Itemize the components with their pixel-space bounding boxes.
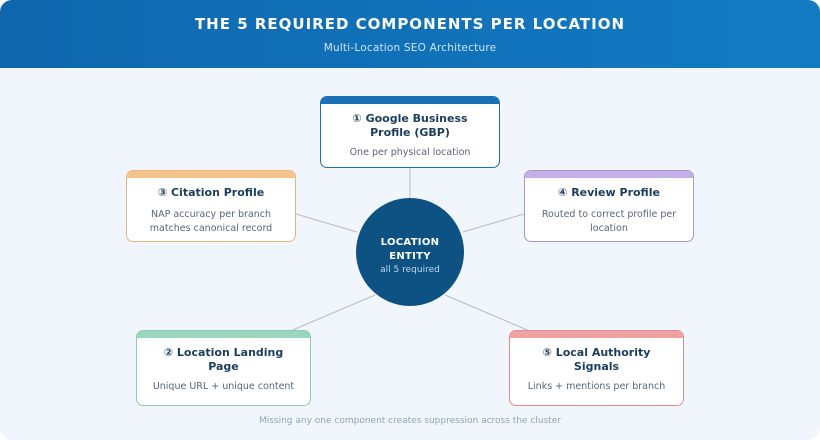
page-subtitle: Multi-Location SEO Architecture [323, 42, 497, 54]
component-card-citation: ③ Citation Profile NAP accuracy per bran… [126, 170, 296, 242]
connector-landing [287, 294, 376, 333]
component-card-authority: ⑤ Local Authority Signals Links + mentio… [509, 330, 684, 406]
card-title: ⑤ Local Authority Signals [542, 346, 651, 373]
card-title: ① Google Business Profile (GBP) [352, 112, 468, 139]
card-accent-bar [127, 171, 295, 178]
connector-citation [295, 213, 358, 233]
card-accent-bar [525, 171, 693, 178]
page-title: THE 5 REQUIRED COMPONENTS PER LOCATION [194, 15, 626, 33]
center-title-line2: ENTITY [389, 251, 431, 262]
card-title: ② Location Landing Page [163, 346, 284, 373]
component-card-review: ④ Review Profile Routed to correct profi… [524, 170, 694, 242]
card-accent-bar [510, 331, 683, 338]
component-card-gbp: ① Google Business Profile (GBP) One per … [320, 96, 500, 168]
footer-note: Missing any one component creates suppre… [258, 416, 562, 426]
component-card-landing-page: ② Location Landing Page Unique URL + uni… [136, 330, 311, 406]
connector-authority [444, 294, 533, 333]
location-entity-node: LOCATION ENTITY all 5 required [356, 198, 464, 306]
card-accent-bar [321, 97, 499, 104]
header: THE 5 REQUIRED COMPONENTS PER LOCATION M… [0, 0, 820, 68]
card-description: One per physical location [349, 147, 471, 158]
center-title-line1: LOCATION [380, 237, 440, 248]
card-description: NAP accuracy per branch matches canonica… [149, 209, 273, 234]
connector-review [462, 213, 525, 233]
card-description: Unique URL + unique content [152, 381, 295, 392]
card-description: Links + mentions per branch [527, 381, 666, 392]
center-subtitle: all 5 required [380, 265, 440, 275]
card-title: ④ Review Profile [558, 186, 660, 199]
card-title: ③ Citation Profile [157, 186, 265, 199]
card-description: Routed to correct profile per location [541, 209, 677, 234]
card-accent-bar [137, 331, 310, 338]
